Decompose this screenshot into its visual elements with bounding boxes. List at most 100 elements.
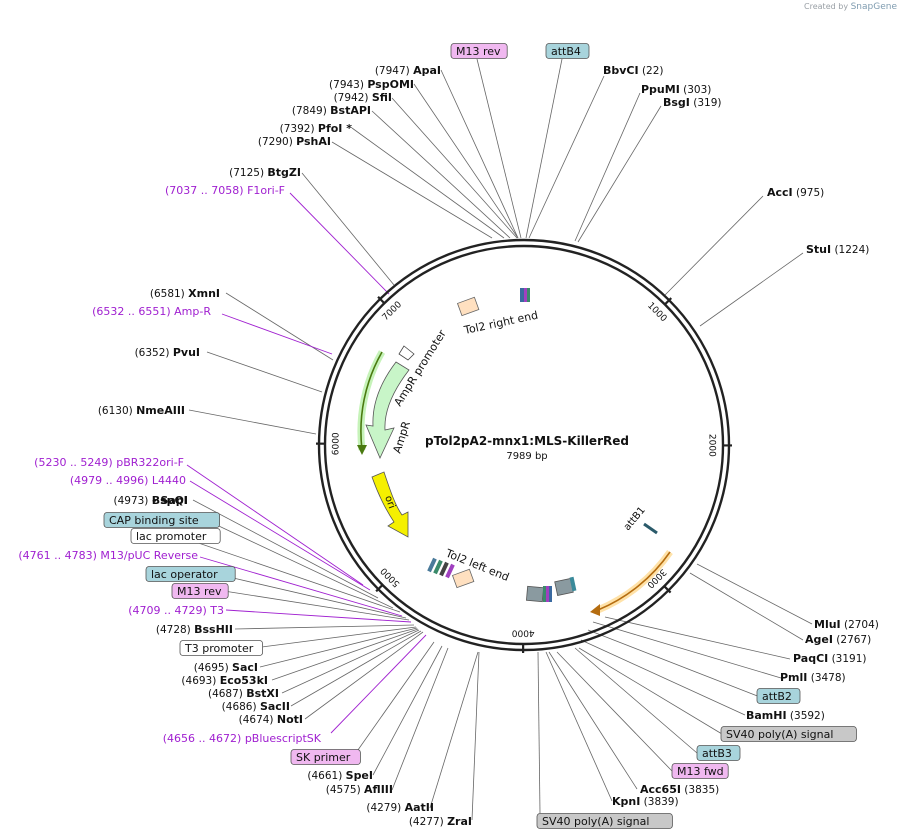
enzyme-position: (3835) [681,784,719,796]
enzyme-name: Eco53kI [220,674,268,687]
tick-mark [377,296,386,304]
feature-box: CAP binding site [103,512,220,528]
enzyme-position: (7125) [229,167,267,179]
enzyme-site-label: (4686) SacII [222,700,290,713]
tick-mark [375,584,384,593]
orange-arc-feature [590,549,673,616]
enzyme-position: (4674) [239,714,277,726]
primer-range: (5230 .. 5249) [34,456,116,469]
enzyme-site-label: (4661) SpeI [307,769,373,782]
feature-box-label: M13 rev [177,585,222,598]
ampr-arc-highlight [357,350,386,455]
enzyme-site-label: BsgI (319) [663,96,721,109]
enzyme-position: (303) [680,84,712,96]
enzyme-site-label: (4695) SacI [194,661,258,674]
enzyme-site-label: (6352) PvuI [135,346,200,359]
enzyme-position: (3839) [640,796,678,808]
primer-range: (7037 .. 7058) [165,184,247,197]
map-title: pTol2pA2-mnx1:MLS-KillerRed [425,434,629,448]
primer-label: (4656 .. 4672) pBluescriptSK [163,732,322,745]
ori-feature-arrow [371,471,409,538]
enzyme-position: (7392) [280,123,318,135]
feature-box-label: M13 fwd [677,765,724,778]
enzyme-name: StuI [806,243,831,256]
snapgene-brand: Created by SnapGene [804,2,897,12]
left-end-markers [427,557,455,579]
feature-box-label: attB3 [702,747,732,760]
primer-label: (4709 .. 4729) T3 [128,604,224,617]
feature-box-label: T3 promoter [184,642,254,655]
enzyme-site-label: (4693) Eco53kI [181,674,268,687]
feature-box-label: M13 rev [456,45,501,58]
enzyme-site-label: (4674) NotI [239,713,303,726]
enzyme-site-label: (4277) ZraI [409,815,472,828]
enzyme-position: (6581) [150,288,188,300]
primer-name: L4440 [152,474,186,487]
primer-name: pBR322ori-F [116,456,184,469]
feature-box-label: SK primer [296,751,351,764]
enzyme-site-label: (7947) ApaI [375,64,441,77]
tick-mark [663,585,672,594]
enzyme-position: (6352) [135,347,173,359]
primer-range: (4656 .. 4672) [163,732,245,745]
enzyme-site-label: KpnI (3839) [612,795,679,808]
enzyme-position: (319) [690,97,722,109]
enzyme-position: (4661) [307,770,345,782]
enzyme-position: (3191) [828,653,866,665]
enzyme-position: (4687) [208,688,246,700]
enzyme-position: (4973) [113,495,151,507]
enzyme-name: AccI [767,186,793,199]
feature-box: lac operator [145,566,236,582]
enzyme-name: NmeAIII [136,404,185,417]
backbone-ticks [315,296,733,654]
primer-leader-lines [186,192,427,734]
enzyme-name: BstXI [246,687,279,700]
enzyme-name: PfoI * [318,122,352,135]
enzyme-name: PvuI [173,346,200,359]
enzyme-site-label: (7943) PspOMI [329,78,414,91]
enzyme-name: AatII [405,801,434,814]
enzyme-name: BstAPI [330,104,371,117]
enzyme-position: (4686) [222,701,260,713]
enzyme-position: (2704) [841,619,879,631]
enzyme-site-label: PpuMI (303) [641,83,711,96]
amp-promoter-arrow [398,345,415,361]
enzyme-site-label: StuI (1224) [806,243,869,256]
enzyme-position: (7947) [375,65,413,77]
feature-box-label: lac promoter [136,530,207,543]
primer-range: (4979 .. 4996) [70,474,152,487]
enzyme-site-label: PaqCI (3191) [793,652,867,665]
enzyme-position: (3592) [787,710,825,722]
enzyme-name: ApaI [413,64,441,77]
enzyme-name: SfiI [372,91,392,104]
enzyme-position: (7849) [292,105,330,117]
enzyme-site-label: (4575) AflIII [326,783,393,796]
enzyme-position: (3478) [807,672,845,684]
enzyme-site-label: BamHI (3592) [746,709,825,722]
ampr-feature-arrow [365,361,410,459]
enzyme-site-label: BbvCI (22) [603,64,664,77]
enzyme-name: BssHII [194,623,233,636]
primer-range: (4761 .. 4783) [18,549,100,562]
feature-box: attB3 [696,745,741,761]
enzyme-name: PaqCI [793,652,828,665]
enzyme-site-label: MluI (2704) [814,618,879,631]
created-by-text: Created by [804,2,849,11]
enzyme-name: BspQI [152,494,188,507]
tol2-right-end-label: Tol2 right end [462,309,539,338]
primer-label: (4761 .. 4783) M13/pUC Reverse [18,549,198,562]
primer-label: (4979 .. 4996) L4440 [70,474,186,487]
feature-box: M13 fwd [671,763,729,779]
feature-box-label: CAP binding site [109,514,199,527]
feature-box: T3 promoter [179,640,263,656]
enzyme-name: PpuMI [641,83,680,96]
feature-box: SV40 poly(A) signal [720,726,857,742]
enzyme-name: BsgI [663,96,690,109]
enzyme-name: PspOMI [367,78,414,91]
enzyme-position: (1224) [831,244,869,256]
tol2-right-end-box [456,296,480,317]
enzyme-position: (4575) [326,784,364,796]
feature-box: SV40 poly(A) signal [536,813,673,829]
